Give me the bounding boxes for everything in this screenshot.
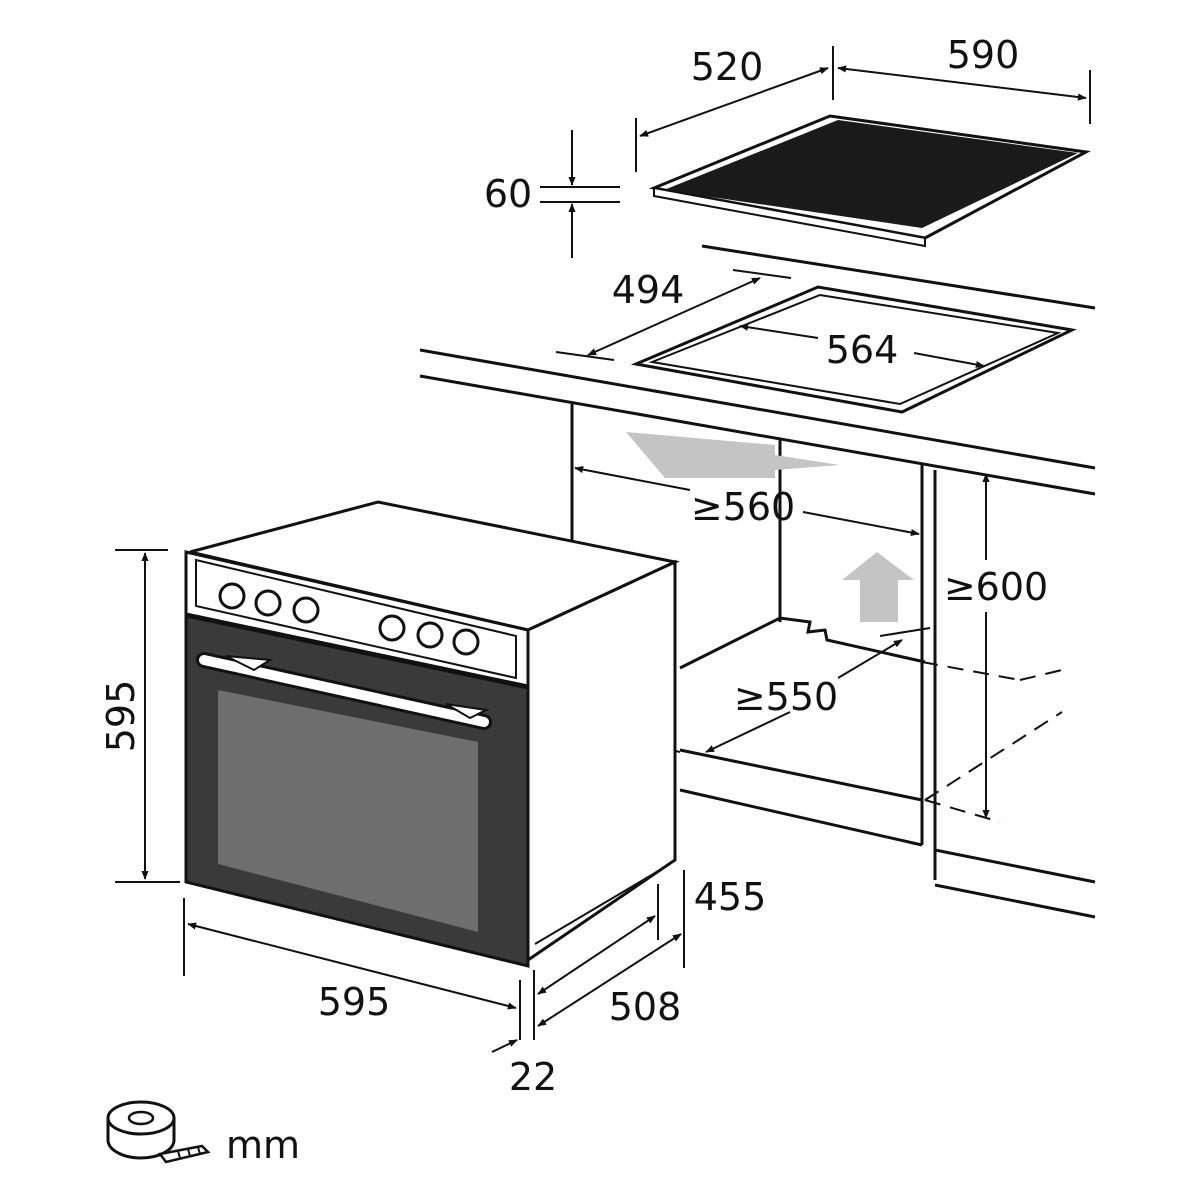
oven	[184, 500, 680, 968]
hob-depth-label: 520	[691, 45, 764, 89]
niche-width-label: ≥560	[691, 485, 795, 529]
hob	[648, 114, 1091, 248]
oven-dimensions	[115, 549, 685, 1053]
oven-body-depth-label: 455	[694, 875, 767, 919]
knob-icon	[218, 582, 480, 656]
tape-measure-icon	[106, 1100, 211, 1164]
hob-width-label: 590	[947, 33, 1020, 77]
cutout-width-label: 564	[826, 328, 899, 372]
front-thickness-label: 22	[509, 1055, 557, 1099]
airflow-arrow-icon	[626, 432, 914, 622]
oven-depth-label: 508	[609, 985, 682, 1029]
cutout-dimensions	[555, 269, 985, 369]
niche-depth-label: ≥550	[734, 675, 838, 719]
oven-width-label: 595	[318, 980, 391, 1024]
hob-dimensions	[540, 46, 1091, 258]
niche-height-label: ≥600	[944, 565, 1048, 609]
oven-height-label: 595	[99, 680, 143, 753]
hob-height-label: 60	[484, 172, 532, 216]
unit-label: mm	[226, 1123, 300, 1167]
niche-dimensions	[574, 465, 990, 819]
cutout-depth-label: 494	[612, 268, 685, 312]
